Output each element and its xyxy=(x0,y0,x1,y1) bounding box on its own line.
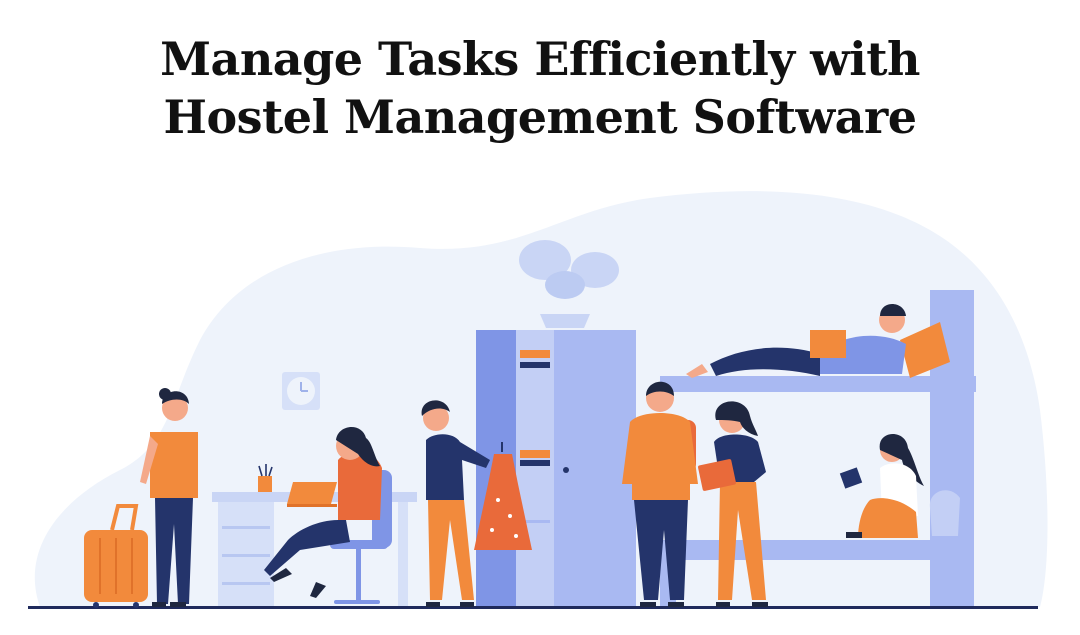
title-line-1: Manage Tasks Efficiently with xyxy=(160,32,920,86)
page-title: Manage Tasks Efficiently with Hostel Man… xyxy=(0,30,1080,146)
woman-with-laptop xyxy=(264,426,382,598)
plant-icon xyxy=(519,240,619,328)
clipboard-icon xyxy=(698,459,736,491)
traveler-woman xyxy=(140,388,198,607)
suitcase-icon xyxy=(84,504,148,608)
title-line-2: Hostel Management Software xyxy=(163,90,917,144)
floor-line xyxy=(28,606,1038,609)
man-lying-with-laptop xyxy=(686,304,950,378)
man-with-backpack xyxy=(622,381,698,607)
dress-icon xyxy=(474,442,532,550)
bunk-bed xyxy=(660,290,976,606)
book-icon xyxy=(839,467,863,489)
wardrobe xyxy=(476,330,636,606)
pencil-cup-icon xyxy=(258,464,273,492)
woman-reading xyxy=(846,433,960,538)
clock-icon xyxy=(282,372,320,410)
hostel-illustration xyxy=(28,191,1048,609)
woman-holding-dress xyxy=(421,400,490,607)
laptop-icon xyxy=(287,482,337,507)
